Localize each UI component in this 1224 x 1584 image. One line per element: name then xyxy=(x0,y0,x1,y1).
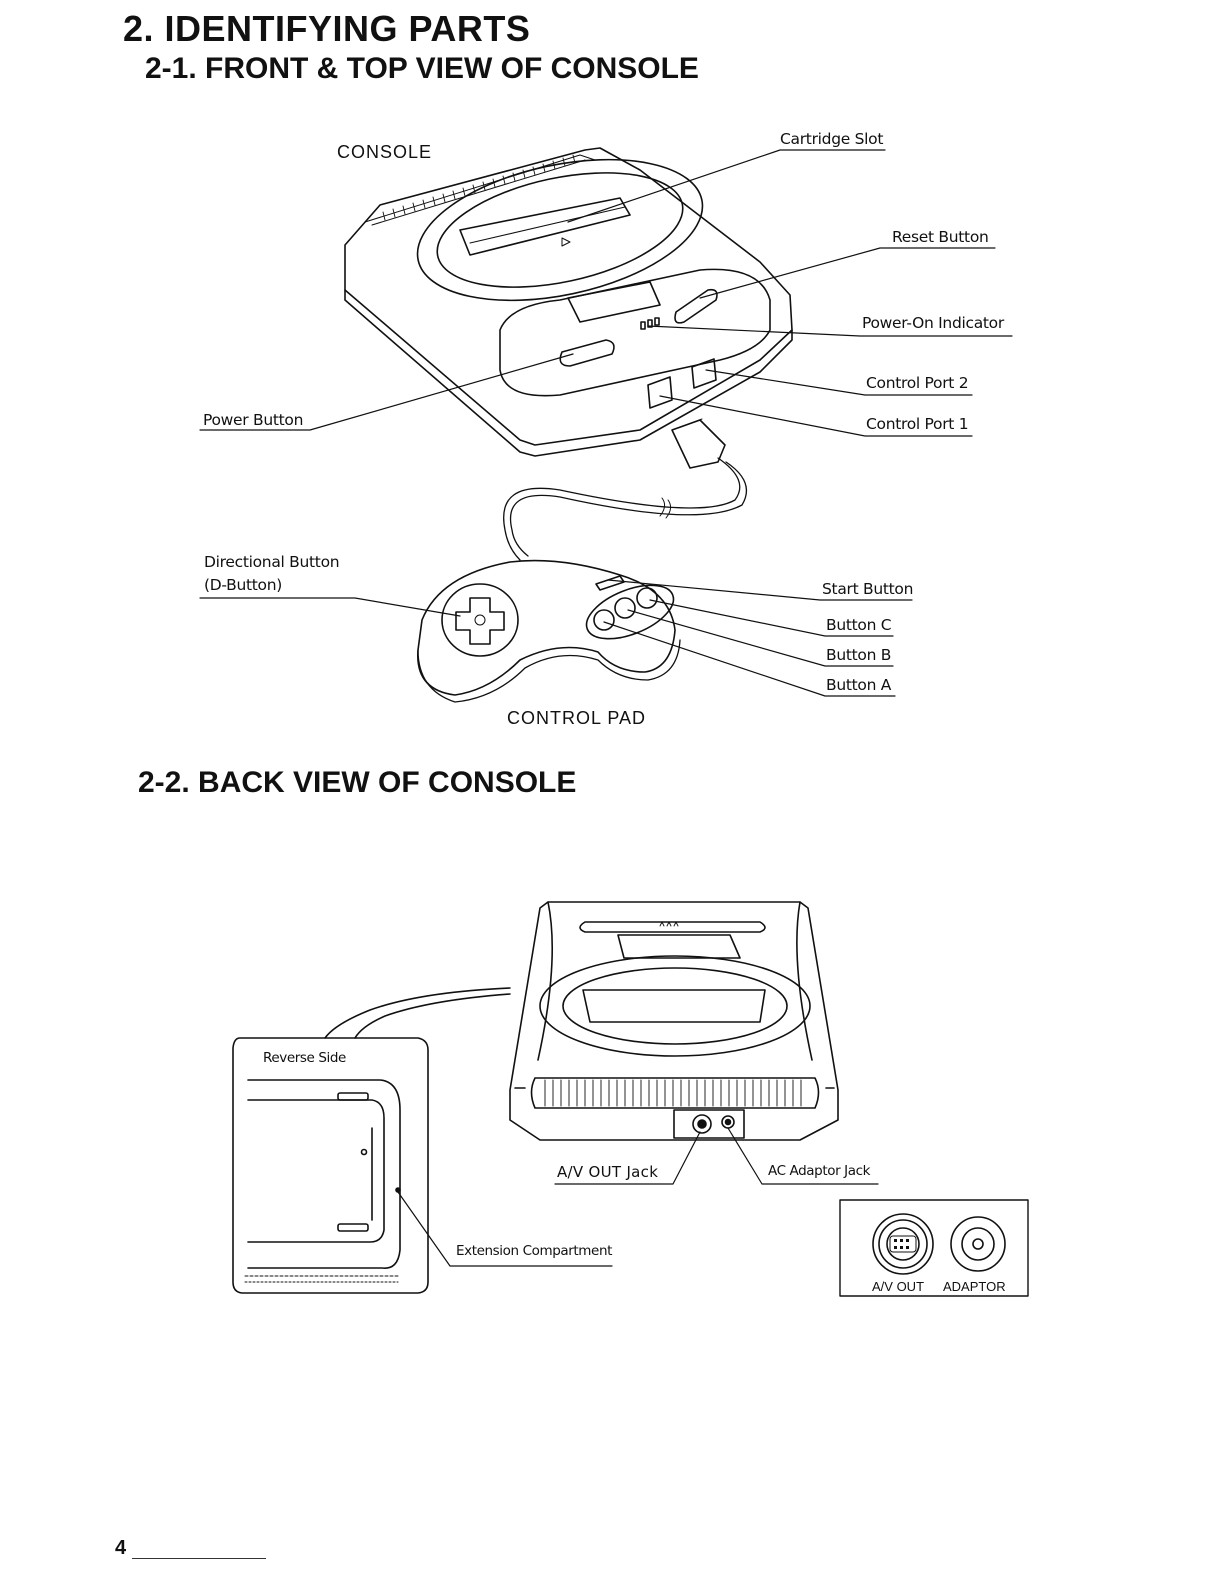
label-reverse-side: Reverse Side xyxy=(263,1050,346,1066)
label-button-b: Button B xyxy=(826,646,892,664)
label-power-on-indicator: Power-On Indicator xyxy=(862,314,1004,332)
section-heading-front-top: 2-1. FRONT & TOP VIEW OF CONSOLE xyxy=(145,52,699,85)
label-directional-button: Directional Button xyxy=(204,553,340,571)
control-pad-caption: CONTROL PAD xyxy=(507,708,647,728)
label-adaptor: ADAPTOR xyxy=(943,1279,1006,1294)
label-control-port-1: Control Port 1 xyxy=(866,415,969,433)
label-extension-compartment: Extension Compartment xyxy=(456,1243,612,1259)
label-av-out-jack: A/V OUT Jack xyxy=(557,1163,659,1181)
page-number-rule xyxy=(132,1558,266,1559)
label-start-button: Start Button xyxy=(822,580,914,598)
leader-lines-back xyxy=(397,1127,879,1267)
label-button-a: Button A xyxy=(826,676,892,694)
console-illustration xyxy=(344,147,793,561)
page-title: 2. IDENTIFYING PARTS xyxy=(123,8,531,49)
label-cartridge-slot: Cartridge Slot xyxy=(780,130,884,148)
section-heading-back: 2-2. BACK VIEW OF CONSOLE xyxy=(138,766,577,799)
label-reset-button: Reset Button xyxy=(892,228,989,246)
page-number: 4 xyxy=(115,1537,127,1559)
console-caption: CONSOLE xyxy=(337,142,433,162)
label-control-port-2: Control Port 2 xyxy=(866,374,969,392)
label-button-c: Button C xyxy=(826,616,892,634)
jack-closeup-illustration xyxy=(839,1199,1029,1297)
label-power-button: Power Button xyxy=(203,411,304,429)
label-av-out: A/V OUT xyxy=(872,1279,925,1294)
control-pad-illustration xyxy=(417,559,681,703)
label-ac-adaptor-jack: AC Adaptor Jack xyxy=(768,1163,871,1179)
leader-lines-front xyxy=(199,149,1013,697)
label-d-button: (D-Button) xyxy=(204,576,282,594)
back-console-illustration xyxy=(324,901,839,1141)
reverse-side-illustration xyxy=(232,1037,429,1294)
